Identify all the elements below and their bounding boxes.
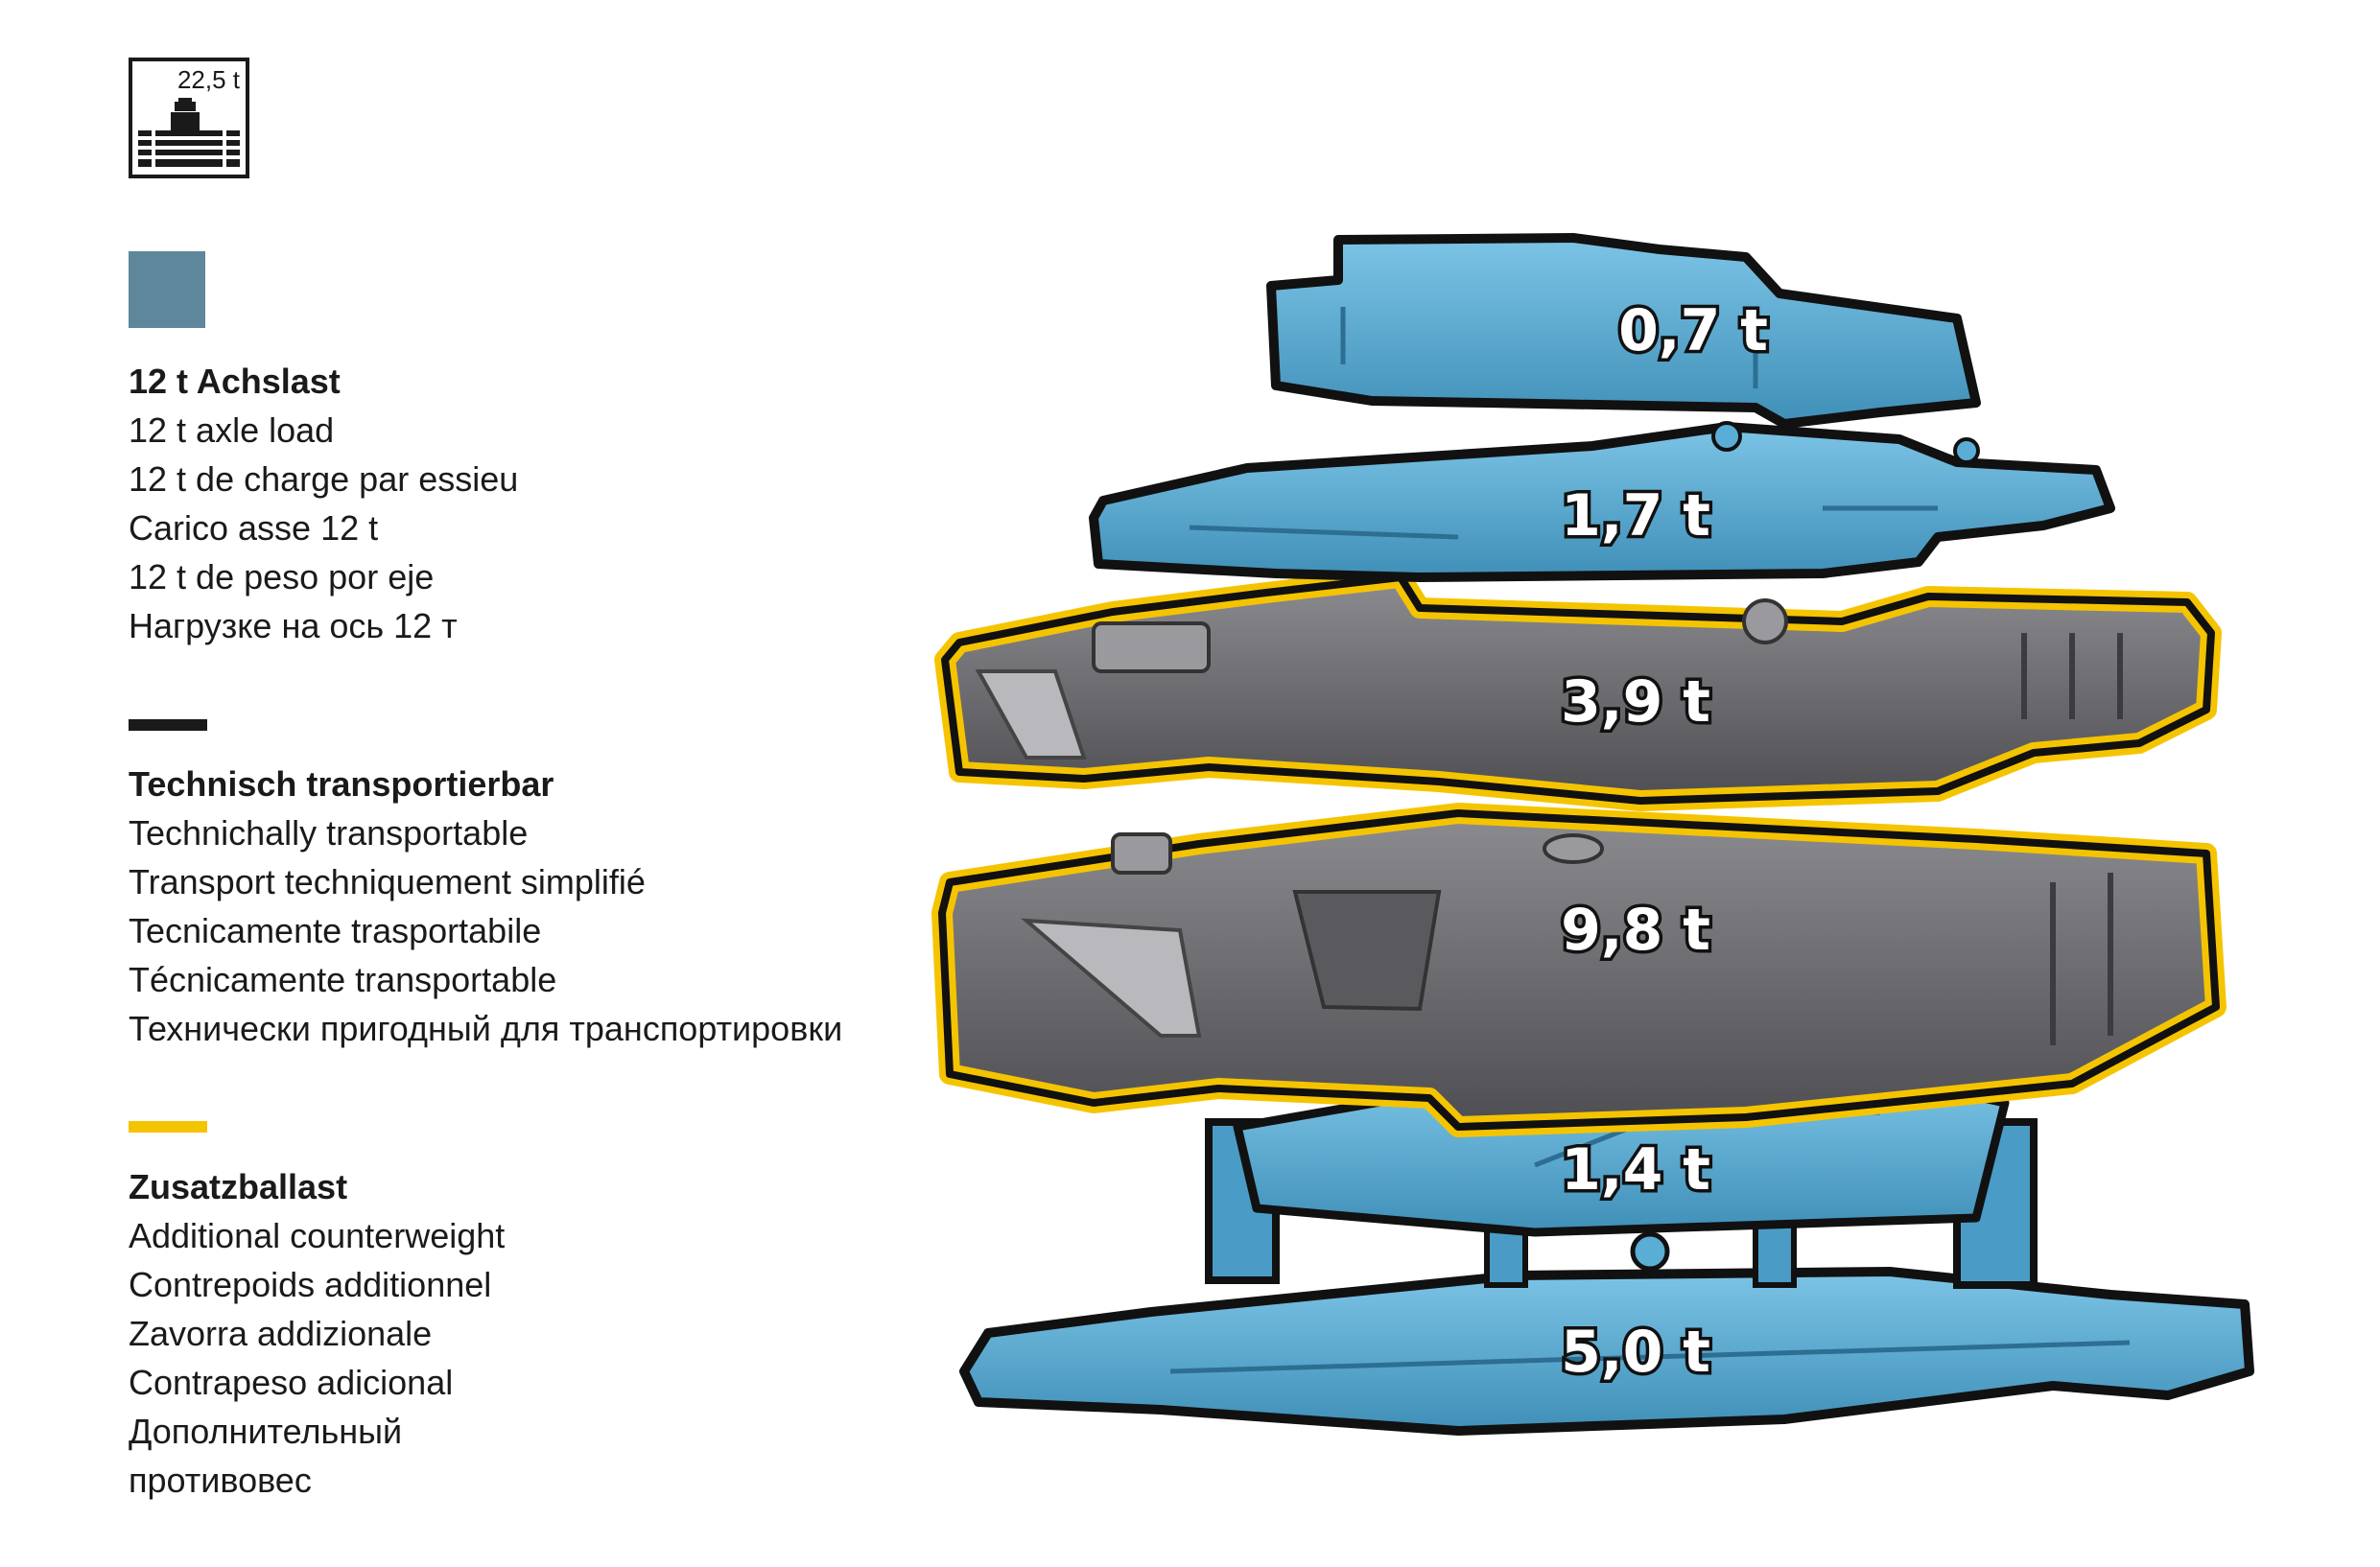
legend-counterweight-line: противовес (129, 1461, 312, 1500)
crane-capacity-icon: 22,5 t (129, 58, 249, 178)
plate-1-7t (1089, 421, 2115, 582)
legend-counterweight-heading: Zusatzballast (129, 1167, 348, 1206)
legend-axle-line: Нагрузке на ось 12 т (129, 606, 458, 645)
counterweight-marker (129, 1121, 207, 1133)
weight-label-9-8t: 9,8 t (1561, 897, 1710, 964)
ballast-stack-icon (138, 98, 240, 167)
axle-load-swatch (129, 251, 205, 328)
weight-label-0-7t: 0,7 t (1618, 297, 1768, 364)
legend-transportable-line: Transport techniquement simplifié (129, 862, 646, 901)
legend-transportable-line: Technichally transportable (129, 813, 529, 853)
legend-counterweight-line: Contrapeso adicional (129, 1363, 454, 1402)
legend-transportable-line: Tecnicamente trasportabile (129, 911, 542, 950)
transportable-marker (129, 719, 207, 731)
plate-3-9t (934, 567, 2222, 811)
counterweight-stack-diagram: 0,7 t 1,7 t 3,9 t 9,8 t 1,4 t 5,0 t (931, 233, 2254, 1436)
legend-counterweight-line: Дополнительный (129, 1412, 403, 1451)
weight-label-1-7t: 1,7 t (1561, 482, 1710, 550)
legend-transportable-line: Técnicamente transportable (129, 960, 557, 999)
plate-9-8t (931, 803, 2227, 1137)
legend-axle-line: 12 t de charge par essieu (129, 459, 519, 499)
legend-counterweight-line: Contrepoids additionnel (129, 1265, 492, 1304)
legend-counterweight-line: Zavorra addizionale (129, 1314, 433, 1353)
weight-label-5-0t: 5,0 t (1561, 1319, 1710, 1386)
weight-label-3-9t: 3,9 t (1561, 668, 1710, 736)
legend-transportable-heading: Technisch transportierbar (129, 764, 554, 804)
legend-counterweight: Zusatzballast Additional counterweight C… (129, 1162, 505, 1505)
plate-0-7t (1266, 233, 1981, 429)
legend-axle-line: Carico asse 12 t (129, 508, 379, 548)
legend-transportable-line: Технически пригодный для транспортировки (129, 1009, 843, 1048)
legend-counterweight-line: Additional counterweight (129, 1216, 506, 1255)
legend-axle-line: 12 t axle load (129, 410, 335, 450)
capacity-label: 22,5 t (177, 65, 240, 94)
legend-transportable: Technisch transportierbar Technichally t… (129, 760, 842, 1053)
legend-axle-line: 12 t de peso por eje (129, 557, 435, 596)
legend-axle-heading: 12 t Achslast (129, 362, 341, 401)
legend-axle-load: 12 t Achslast 12 t axle load 12 t de cha… (129, 357, 518, 650)
weight-label-1-4t: 1,4 t (1561, 1136, 1710, 1204)
